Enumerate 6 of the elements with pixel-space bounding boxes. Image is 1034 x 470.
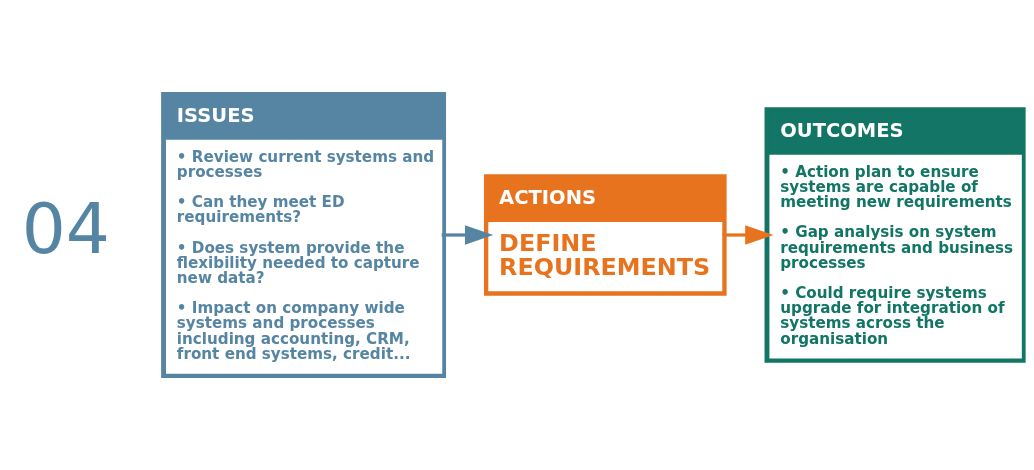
node-box: ISSUES • Review current systems and processes • Can they meet ED requirements? • Does system provide the flexibility needed to capture new data? • Impact on company wide systems and processes including accounting, CRM, front end systems, credit...: [161, 92, 447, 378]
node-box: OUTCOMES • Action plan to ensure systems are capable of meeting new requirements • Gap analysis on system requirements and business processes • Could require systems upgrade for integration of systems across the organisation: [764, 107, 1026, 363]
arrow: [441, 225, 494, 245]
node-box: ACTIONS DEFINE REQUIREMENTS: [483, 174, 727, 296]
arrow: [722, 225, 774, 245]
label: 04: [21, 188, 110, 269]
